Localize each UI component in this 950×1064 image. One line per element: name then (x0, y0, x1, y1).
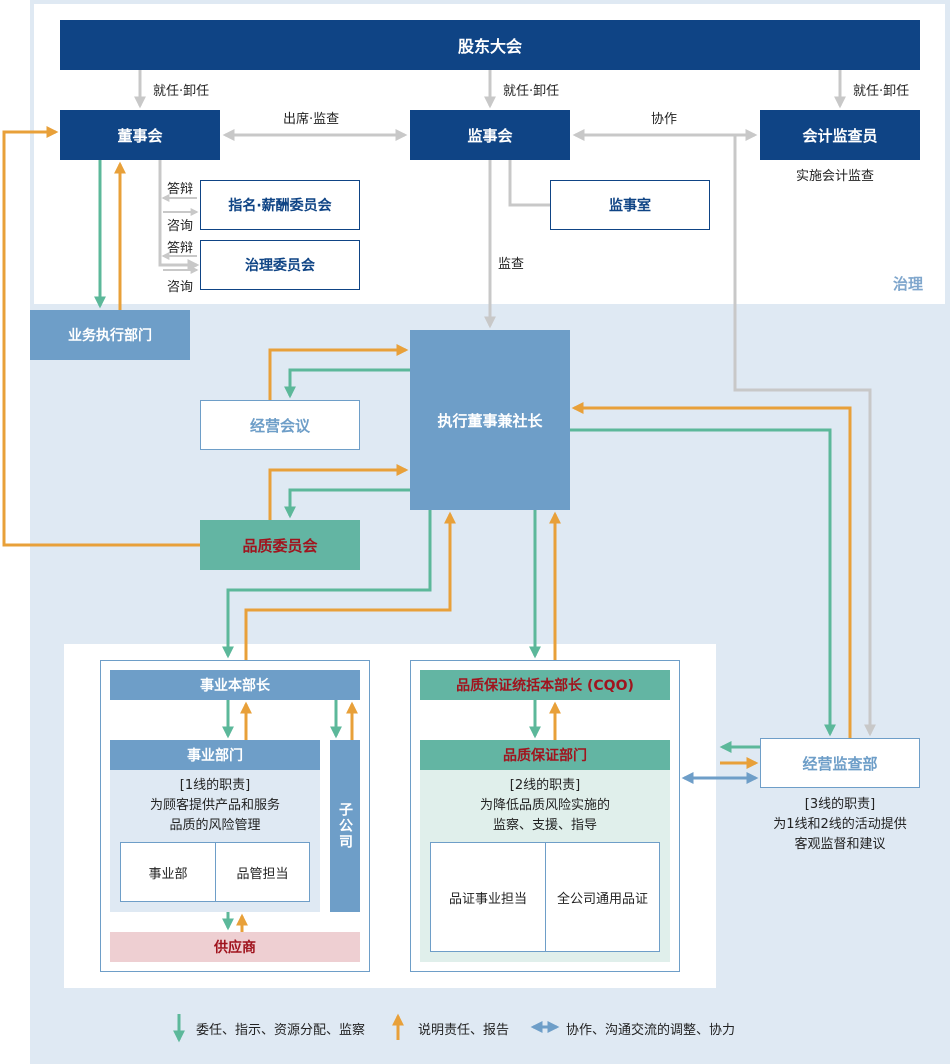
line1-duty-line2: 品质的风险管理 (169, 818, 261, 833)
qa-dept-label: 品质保证部门 (503, 748, 587, 764)
consult-label-1: 咨询 (167, 219, 194, 234)
line3-duty-line2: 客观监督和建议 (794, 837, 886, 852)
line2-duty-line1: 为降低品质风险实施的 (479, 798, 610, 813)
governance-section-label: 治理 (893, 275, 924, 293)
business-unit-cell: 事业部 (120, 842, 216, 902)
business-execution-dept: 业务执行部门 (30, 310, 190, 360)
qa-business-cell: 品证事业担当 (430, 842, 546, 952)
consult-label-2: 咨询 (167, 280, 194, 295)
audit-office: 监事室 (550, 180, 710, 230)
board-of-directors: 董事会 (60, 110, 220, 160)
accounting-auditor: 会计监查员 (760, 110, 920, 160)
qa-companywide-label: 全公司通用品证 (556, 891, 648, 907)
audit-office-label: 监事室 (609, 198, 651, 214)
business-dept-header: 事业部门 (110, 740, 320, 770)
business-execution-label: 业务执行部门 (68, 328, 152, 344)
legend-orange-label: 说明责任、报告 (418, 1023, 510, 1038)
audit-label: 监查 (498, 257, 525, 272)
attend-audit-label: 出席·监查 (283, 112, 340, 127)
shareholders-meeting: 股东大会 (60, 20, 920, 70)
subsidiary-label: 子公司 (337, 802, 353, 850)
answer-label-2: 答辩 (167, 241, 194, 256)
business-dept-label: 事业部门 (187, 748, 243, 764)
line1-duty-line1: 为顾客提供产品和服务 (149, 798, 280, 813)
governance-committee: 治理委员会 (200, 240, 360, 290)
answer-label-1: 答辩 (167, 182, 194, 197)
appoint-dismiss-label-board: 就任·卸任 (153, 84, 210, 99)
management-meeting-label: 经营会议 (249, 416, 310, 435)
line2-duty-title: [2线的职责] (509, 778, 581, 793)
governance-committee-label: 治理委员会 (245, 258, 315, 274)
audit-board-label: 监事会 (467, 126, 513, 145)
line3-duty-title: [3线的职责] (804, 797, 876, 812)
line2-duty-line2: 监察、支援、指导 (492, 818, 597, 833)
line3-duty-line1: 为1线和2线的活动提供 (773, 817, 907, 832)
quality-committee-label: 品质委员会 (242, 536, 318, 555)
ceo-label: 执行董事兼社长 (437, 411, 543, 430)
audit-board: 监事会 (410, 110, 570, 160)
qa-companywide-cell: 全公司通用品证 (545, 842, 660, 952)
legend-blue-label: 协作、沟通交流的调整、协力 (566, 1023, 736, 1038)
supplier-label: 供应商 (214, 940, 256, 956)
qc-staff-cell: 品管担当 (215, 842, 310, 902)
qc-staff-label: 品管担当 (236, 866, 289, 882)
business-unit-label: 事业部 (148, 866, 188, 882)
division-head: 事业本部长 (110, 670, 360, 700)
nomination-compensation-committee: 指名·薪酬委员会 (200, 180, 360, 230)
internal-audit-dept: 经营监查部 (760, 738, 920, 788)
shareholders-meeting-label: 股东大会 (457, 37, 522, 56)
supplier: 供应商 (110, 932, 360, 962)
board-label: 董事会 (117, 126, 163, 145)
legend-green-label: 委任、指示、资源分配、监察 (196, 1023, 366, 1038)
qa-business-label: 品证事业担当 (448, 891, 527, 907)
cqo-label: 品质保证统括本部长 (CQO) (456, 678, 634, 694)
line3-duties: [3线的职责] 为1线和2线的活动提供 客观监督和建议 (740, 795, 940, 855)
line1-duties: [1线的职责] 为顾客提供产品和服务 品质的风险管理 (110, 776, 320, 836)
line1-duty-title: [1线的职责] (179, 778, 251, 793)
accounting-auditor-label: 会计监查员 (802, 126, 878, 145)
qa-dept-header: 品质保证部门 (420, 740, 670, 770)
internal-audit-label: 经营监查部 (802, 754, 878, 773)
cooperation-label: 协作 (651, 112, 678, 127)
management-meeting: 经营会议 (200, 400, 360, 450)
executive-director-president: 执行董事兼社长 (410, 330, 570, 510)
nomination-committee-label: 指名·薪酬委员会 (228, 198, 332, 214)
cqo: 品质保证统括本部长 (CQO) (420, 670, 670, 700)
quality-committee: 品质委员会 (200, 520, 360, 570)
subsidiary: 子公司 (330, 740, 360, 912)
appoint-dismiss-label-auditor: 就任·卸任 (853, 84, 910, 99)
division-head-label: 事业本部长 (200, 678, 270, 694)
accounting-audit-note: 实施会计监查 (796, 169, 875, 184)
appoint-dismiss-label-audit: 就任·卸任 (503, 84, 560, 99)
line2-duties: [2线的职责] 为降低品质风险实施的 监察、支援、指导 (420, 776, 670, 836)
